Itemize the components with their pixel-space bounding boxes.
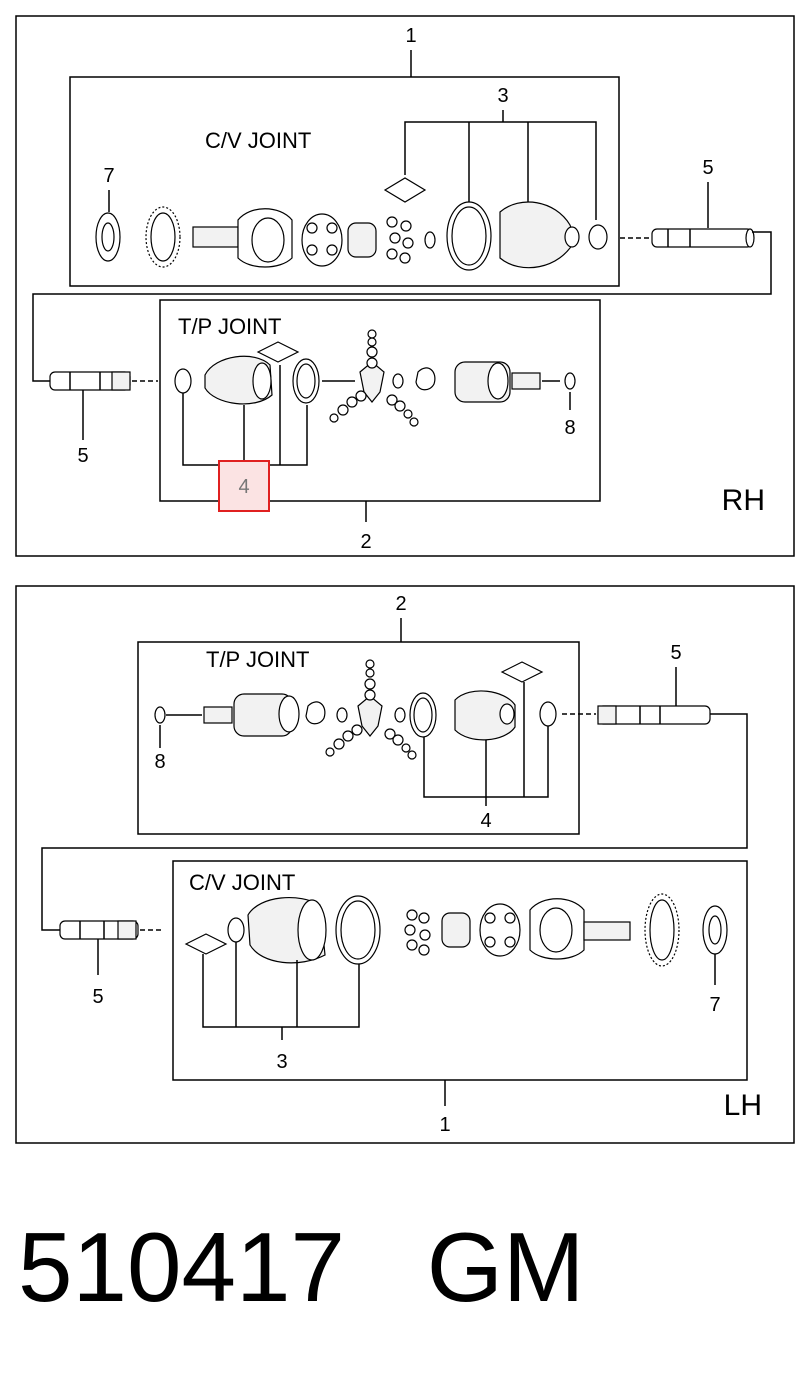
rh-cv-joint-title: C/V JOINT	[205, 128, 311, 153]
rh-shaft-left	[49, 371, 158, 391]
lh-callout-3: 3	[276, 1051, 287, 1073]
lh-shaft-left	[59, 920, 162, 940]
lh-grease-pack-tp	[500, 661, 544, 683]
rh-shaft-link	[32, 231, 772, 382]
rh-side-label: RH	[722, 484, 765, 517]
rh-callout-7: 7	[103, 165, 114, 187]
rh-tp-clamp-small	[174, 368, 192, 394]
rh-cv-joint-box	[69, 76, 620, 287]
lh-tp-joint-title: T/P JOINT	[206, 647, 310, 672]
lh-shaft-link	[41, 713, 748, 931]
lh-tp-stub	[203, 706, 233, 724]
lh-clip-8	[154, 706, 166, 724]
lh-cv-cage	[479, 903, 521, 957]
lh-panel: 2 T/P JOINT	[15, 585, 795, 1144]
rh-cv-cage	[301, 213, 343, 267]
lh-cv-clamp-small	[227, 917, 245, 943]
rh-callout-5-left: 5	[77, 445, 88, 467]
lh-grease-pack-cv	[184, 933, 228, 955]
rh-grease-pack-tp	[256, 341, 300, 363]
rh-callout-5-right: 5	[702, 157, 713, 179]
lh-cv-joint-box	[172, 860, 748, 1081]
rh-tp-joint-box	[159, 299, 601, 502]
rh-tp-parts	[174, 329, 576, 427]
lh-tp-clamp-small	[539, 701, 557, 727]
rh-clip-8	[564, 372, 576, 390]
lh-panel-frame	[15, 585, 795, 1144]
part-number-caption: 510417 GM	[18, 1212, 585, 1322]
rh-callout-3: 3	[497, 85, 508, 107]
rh-cv-parts	[95, 177, 608, 271]
rh-cv-boot	[499, 201, 576, 269]
rh-callout-2: 2	[360, 531, 371, 553]
lh-cv-parts	[184, 893, 728, 967]
rh-cv-stub	[192, 226, 239, 248]
lh-cv-inner-race	[441, 912, 471, 948]
lh-side-label: LH	[724, 1089, 762, 1122]
lh-shaft-right	[562, 705, 711, 725]
lh-callout-4: 4	[480, 810, 491, 832]
rh-tp-joint-title: T/P JOINT	[178, 314, 282, 339]
rh-callout-1: 1	[405, 25, 416, 47]
rh-callout-4-highlight	[218, 460, 270, 512]
rh-cv-inner-race	[347, 222, 377, 258]
lh-cv-joint-title: C/V JOINT	[189, 870, 295, 895]
lh-tp-parts	[154, 659, 557, 760]
rh-shaft-right	[620, 228, 755, 248]
lh-callout-2: 2	[395, 593, 406, 615]
rh-tp-stub	[511, 372, 541, 390]
lh-tp-boot	[454, 690, 516, 741]
rh-callout-8: 8	[564, 417, 575, 439]
lh-callout-8: 8	[154, 751, 165, 773]
rh-cv-clamp-small	[588, 224, 608, 250]
lh-callout-5-right: 5	[670, 642, 681, 664]
lh-callout-1: 1	[439, 1114, 450, 1136]
rh-callout-4: 4	[238, 476, 249, 498]
rh-panel: 1 C/V JOINT 3 7	[15, 15, 795, 557]
rh-panel-frame	[15, 15, 795, 557]
lh-callout-7: 7	[709, 994, 720, 1016]
lh-cv-stub	[583, 921, 631, 941]
lh-tp-joint-box	[137, 641, 580, 835]
rh-grease-pack-cv	[383, 177, 427, 203]
lh-callout-5-left: 5	[92, 986, 103, 1008]
